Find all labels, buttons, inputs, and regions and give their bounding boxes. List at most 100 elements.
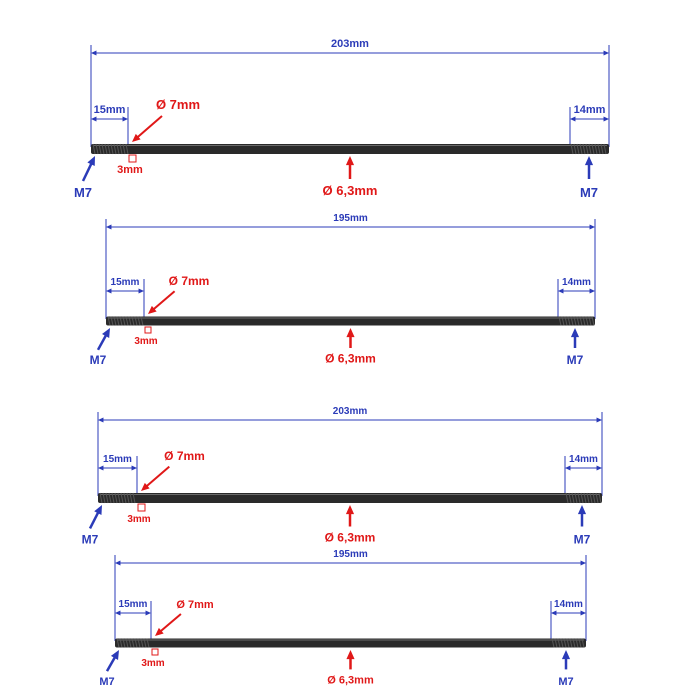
thread-mark [111, 492, 115, 504]
arrowhead [589, 224, 595, 230]
thread-mark [114, 492, 118, 504]
collar-diameter-label: Ø 7mm [169, 274, 210, 288]
right-thread-label: M7 [558, 676, 573, 688]
arrow-icon [135, 115, 163, 140]
right-thread-length-label: 14mm [569, 454, 598, 465]
arrowhead [110, 650, 119, 660]
thread-mark [567, 316, 571, 326]
left-thread-label: M7 [99, 676, 114, 688]
arrowhead [345, 505, 355, 515]
arrowhead [345, 156, 355, 166]
thread-mark [110, 316, 114, 326]
thread-mark [583, 492, 587, 504]
thread-mark [102, 492, 106, 504]
thread-mark [129, 492, 133, 504]
thread-mark [119, 638, 123, 648]
thread-mark [107, 316, 111, 326]
arrowhead [577, 505, 587, 515]
thread-mark [128, 638, 132, 648]
thread-mark [554, 638, 558, 648]
thread-mark [565, 492, 569, 504]
arrowhead [115, 610, 121, 616]
thread-mark [122, 638, 126, 648]
thread-mark [576, 316, 580, 326]
left-thread-length-label: 15mm [111, 277, 140, 288]
thread-mark [122, 316, 126, 326]
arrow-icon [88, 509, 101, 529]
thread-mark [134, 638, 138, 648]
thread-mark [125, 143, 129, 155]
thread-mark [561, 316, 565, 326]
right-thread-length-label: 14mm [562, 277, 591, 288]
thread-mark [579, 143, 583, 155]
thread-mark [588, 143, 592, 155]
arrowhead [570, 116, 576, 122]
thread-mark [131, 638, 135, 648]
arrow-icon [144, 465, 170, 489]
shaft-diameter-label: Ø 6,3mm [325, 531, 376, 545]
thread-mark [105, 492, 109, 504]
arrow-icon [151, 290, 176, 312]
thread-mark [132, 492, 136, 504]
thread-mark [603, 143, 607, 155]
arrow-icon [158, 613, 182, 634]
thread-mark [125, 638, 129, 648]
rod-shaft [106, 316, 595, 326]
arrowhead [102, 328, 110, 338]
arrowhead [565, 465, 571, 471]
left-thread-label: M7 [74, 185, 92, 200]
left-thread-label: M7 [90, 353, 107, 367]
arrowhead [141, 482, 150, 491]
thread-mark [113, 143, 117, 155]
arrowhead [91, 116, 97, 122]
thread-mark [586, 492, 590, 504]
thread-mark [564, 316, 568, 326]
arrowhead [148, 305, 157, 314]
thread-mark [104, 143, 108, 155]
arrowhead [603, 116, 609, 122]
thread-mark [570, 143, 574, 155]
thread-mark [143, 638, 147, 648]
thread-mark [119, 316, 123, 326]
thread-mark [569, 638, 573, 648]
thread-mark [573, 316, 577, 326]
left-thread-label: M7 [82, 533, 99, 547]
thread-mark [558, 316, 562, 326]
thread-mark [126, 492, 130, 504]
square-marker-icon [137, 503, 146, 512]
arrowhead [580, 560, 586, 566]
arrowhead [346, 328, 355, 338]
collar-width-label: 3mm [134, 336, 157, 347]
collar-width-label: 3mm [127, 514, 150, 525]
shaft-diameter-label: Ø 6,3mm [323, 183, 378, 198]
arrowhead [596, 417, 602, 423]
thread-mark [131, 316, 135, 326]
thread-mark [597, 143, 601, 155]
thread-mark [140, 638, 144, 648]
shaft-diameter-label: Ø 6,3mm [327, 674, 374, 686]
thread-mark [591, 143, 595, 155]
square-marker-icon [128, 154, 137, 163]
thread-mark [123, 492, 127, 504]
total-length-label: 203mm [331, 38, 369, 50]
thread-mark [581, 638, 585, 648]
thread-mark [577, 492, 581, 504]
thread-mark [122, 143, 126, 155]
thread-mark [92, 143, 96, 155]
thread-mark [582, 316, 586, 326]
thread-mark [98, 143, 102, 155]
thread-mark [107, 143, 111, 155]
arrowhead [94, 505, 102, 515]
collar-diameter-label: Ø 7mm [156, 97, 200, 112]
thread-mark [551, 638, 555, 648]
thread-mark [95, 143, 99, 155]
left-thread-length-label: 15mm [103, 454, 132, 465]
thread-mark [566, 638, 570, 648]
collar-diameter-label: Ø 7mm [176, 599, 214, 611]
arrowhead [558, 288, 564, 294]
thread-mark [137, 638, 141, 648]
arrow-icon [81, 160, 94, 182]
arrowhead [570, 328, 580, 338]
